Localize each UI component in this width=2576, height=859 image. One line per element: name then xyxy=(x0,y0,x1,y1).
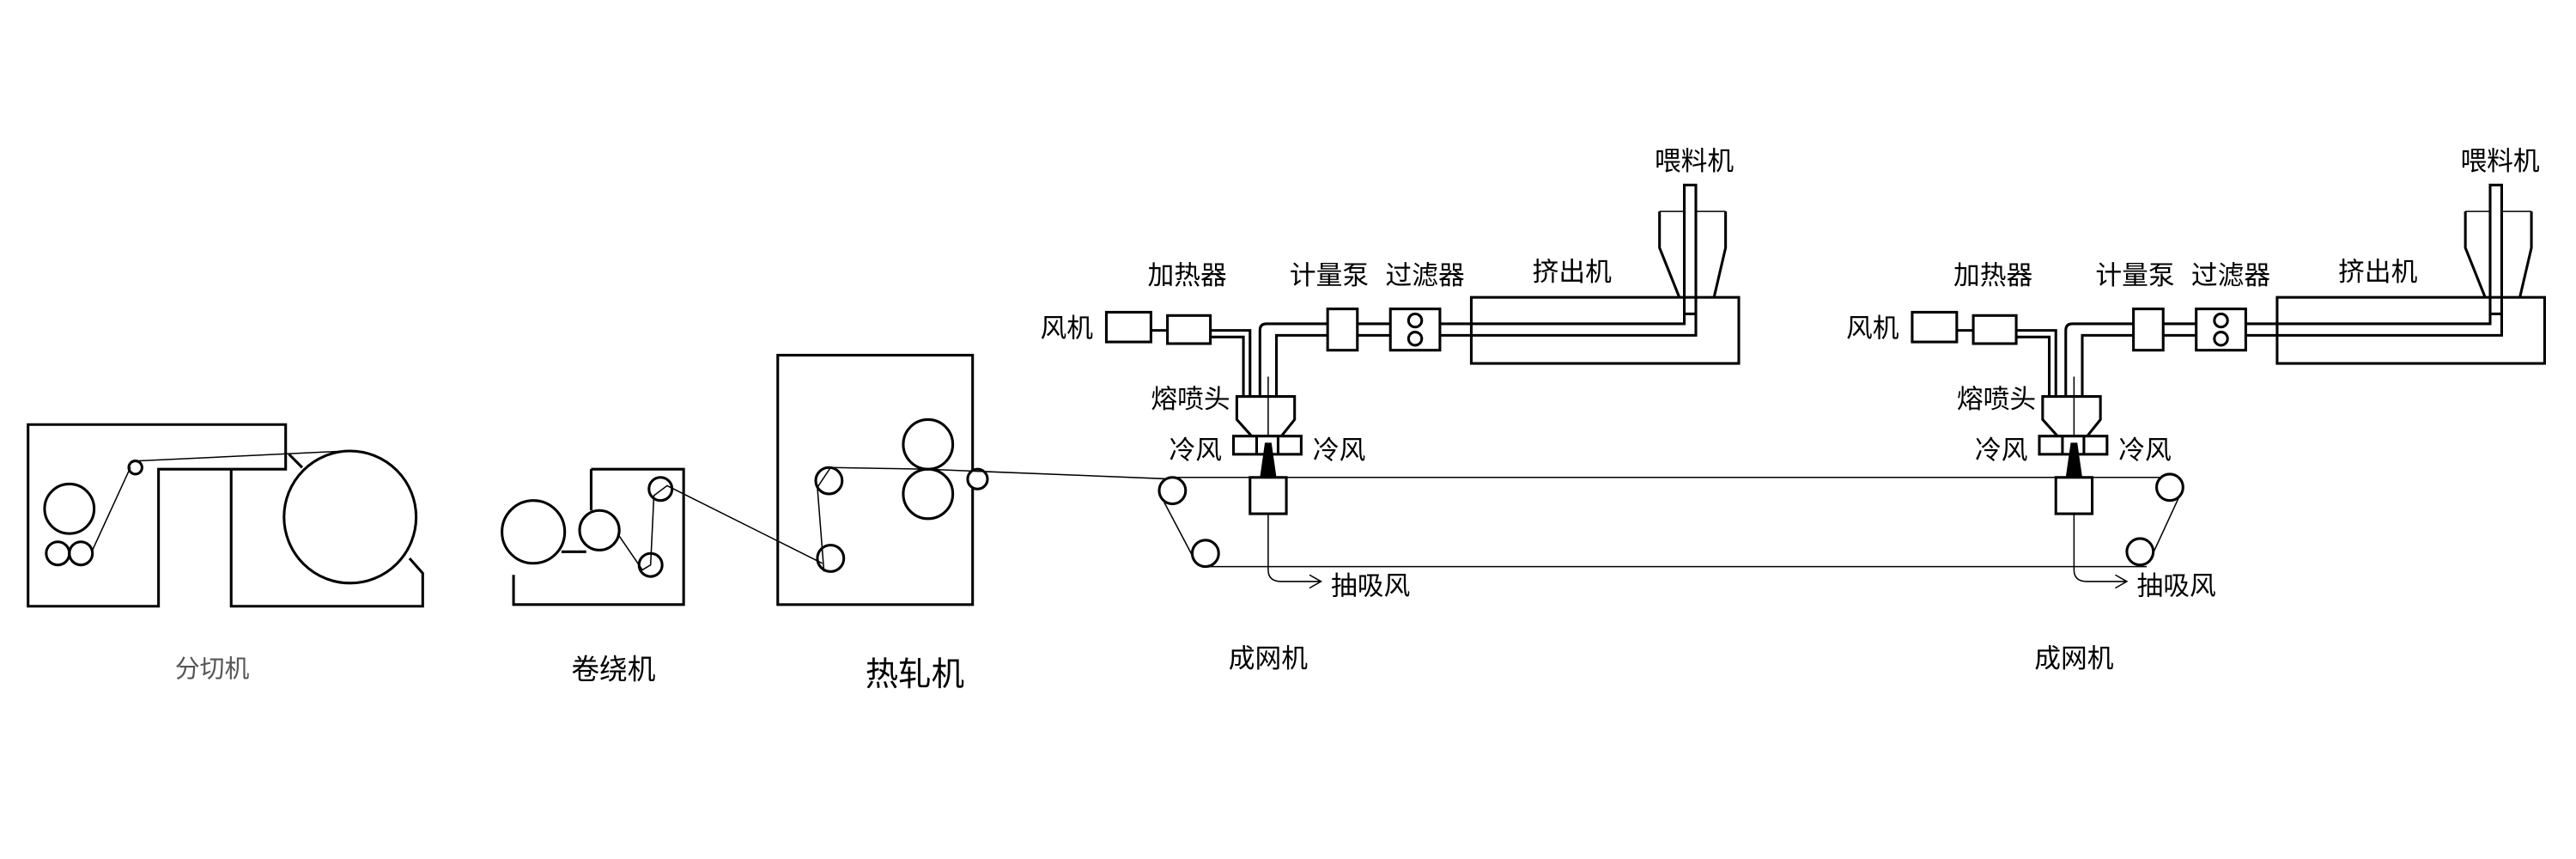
hot-roller-web-path xyxy=(817,466,1173,572)
hot-roller-machine xyxy=(776,353,1173,606)
extruder-1 xyxy=(1469,295,1741,365)
die-head-1-label: 熔喷头 xyxy=(1151,384,1230,415)
slitter-frame-left xyxy=(27,423,288,608)
feeder-2-label: 喂料机 xyxy=(2460,146,2540,177)
cool-air-2-left-label: 冷风 xyxy=(1975,436,2028,466)
conveyor-roll-right-top xyxy=(2155,472,2184,503)
blower-2 xyxy=(1911,310,1959,344)
slitter-roll-upper xyxy=(43,482,96,535)
fiber-stream-2 xyxy=(2065,442,2082,478)
blower-1-label: 风机 xyxy=(1041,313,1094,344)
suction-box-1 xyxy=(1249,476,1288,515)
web-former-2-label: 成网机 xyxy=(2034,643,2114,674)
heater-2-label: 加热器 xyxy=(1953,260,2032,291)
metering-pump-2 xyxy=(2132,308,2165,352)
conveyor-roll-right-bottom xyxy=(2125,537,2155,567)
extruder-2-label: 挤出机 xyxy=(2338,257,2418,288)
air-pipe-1 xyxy=(1151,329,1252,397)
hot-roller-label: 热轧机 xyxy=(866,655,964,694)
slitter-roll-bottom-right xyxy=(68,540,94,567)
fiber-stream-1 xyxy=(1260,442,1277,478)
conveyor-roll-left-bottom xyxy=(1190,539,1220,569)
calender-roll-top xyxy=(902,417,955,471)
slitter-label: 分切机 xyxy=(175,654,250,683)
die-head-2-label: 熔喷头 xyxy=(1957,384,2036,415)
suction-box-2 xyxy=(2054,476,2094,515)
filter-1-label: 过滤器 xyxy=(1385,260,1464,291)
conveyor-roll-left-top xyxy=(1157,476,1188,506)
meltblown-station-1: 喂料机 挤出机 计量泵 过滤器 加热器 风机 熔喷头 冷风 冷风 xyxy=(1041,146,1741,601)
suction-air-2-label: 抽吸风 xyxy=(2136,570,2215,601)
blower-1 xyxy=(1104,310,1152,344)
winder-roll-mid xyxy=(578,509,621,551)
cool-air-1-right-label: 冷风 xyxy=(1313,436,1366,466)
hot-roller-guide-top xyxy=(814,466,844,496)
slitter-web-path-1 xyxy=(91,466,131,551)
extruder-1-label: 挤出机 xyxy=(1533,257,1613,288)
metering-pump-1-label: 计量泵 xyxy=(1290,260,1369,291)
feeder-1 xyxy=(1658,183,1728,315)
calender-roll-bottom xyxy=(902,467,955,521)
hot-roller-guide-bottom xyxy=(816,544,846,573)
conveyor-right-return xyxy=(2149,495,2181,561)
winder-frame xyxy=(512,467,685,606)
melt-pipe-2 xyxy=(2064,314,2503,397)
suction-air-1-label: 抽吸风 xyxy=(1331,570,1410,601)
suction-arrow-2 xyxy=(2073,514,2129,589)
meltblown-station-2: 喂料机 挤出机 计量泵 过滤器 加热器 风机 熔喷头 冷风 冷风 抽吸风 xyxy=(1846,146,2546,601)
feeder-1-label: 喂料机 xyxy=(1655,146,1735,177)
winder-web-path xyxy=(617,484,823,571)
extruder-2 xyxy=(2275,295,2546,365)
suction-arrow-1 xyxy=(1267,514,1323,589)
slitter-frame-right xyxy=(229,453,424,608)
winder-label: 卷绕机 xyxy=(571,653,655,685)
cool-air-2-right-label: 冷风 xyxy=(2118,436,2172,466)
slitter-guide-roll xyxy=(127,460,143,476)
heater-1-label: 加热器 xyxy=(1148,260,1227,291)
winder-roll-large xyxy=(501,499,567,565)
blower-2-label: 风机 xyxy=(1846,313,1899,344)
cool-air-1-left-label: 冷风 xyxy=(1170,436,1223,466)
winder-machine xyxy=(501,467,823,606)
heater-1 xyxy=(1166,314,1212,345)
metering-pump-1 xyxy=(1326,308,1359,352)
metering-pump-2-label: 计量泵 xyxy=(2095,260,2174,291)
die-head-1 xyxy=(1235,395,1297,438)
filter-2 xyxy=(2195,308,2247,352)
slitter-roll-large xyxy=(283,449,418,585)
hot-roller-frame xyxy=(776,353,975,606)
heater-2 xyxy=(1971,314,2018,345)
air-pipe-2 xyxy=(1956,329,2057,397)
melt-pipe-1 xyxy=(1258,314,1698,397)
web-former-1-label: 成网机 xyxy=(1229,643,1309,674)
slitter-machine xyxy=(27,423,424,608)
web-former-conveyor xyxy=(1157,472,2184,569)
filter-1 xyxy=(1388,308,1442,352)
feeder-2 xyxy=(2464,183,2533,315)
winder-roll-top xyxy=(647,476,674,503)
hot-roller-exit-roll xyxy=(966,467,989,490)
slitter-roll-bottom-left xyxy=(45,540,71,567)
die-head-2 xyxy=(2041,395,2102,438)
slitter-web-path-2 xyxy=(138,450,347,462)
filter-2-label: 过滤器 xyxy=(2191,260,2270,291)
conveyor-left-return xyxy=(1163,502,1196,563)
